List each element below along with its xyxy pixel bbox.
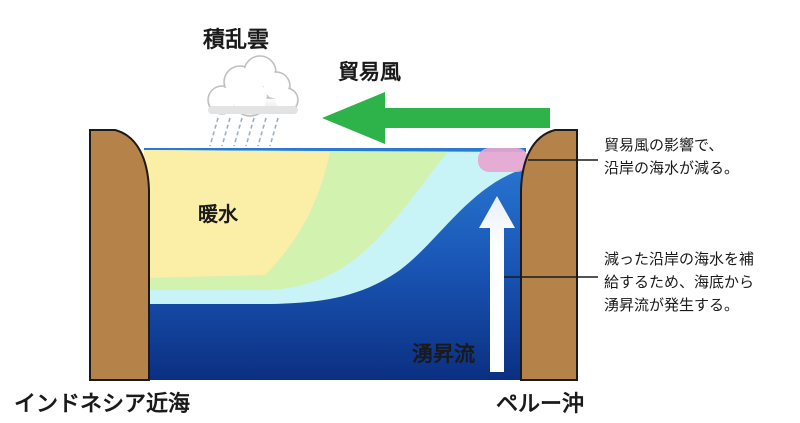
annotation-line: 湧昇流が発生する。 — [604, 296, 740, 314]
peru-label: ペルー沖 — [496, 392, 585, 417]
trade-wind-label: 貿易風 — [338, 60, 401, 84]
warm-water-label: 暖水 — [198, 202, 238, 226]
annotation-line: 給するため、海底から — [604, 273, 755, 291]
warm-water-layer — [144, 150, 330, 278]
annotation-line: 減った沿岸の海水を補 — [604, 250, 755, 268]
annotation-line: 沿岸の海水が減る。 — [604, 159, 740, 177]
upwelling-arrow — [479, 196, 515, 372]
depleted-coastal-water — [478, 148, 528, 172]
annotation-upwelling: 減った沿岸の海水を補 給するため、海底から 湧昇流が発生する。 — [604, 248, 754, 317]
peru-landmass — [520, 129, 578, 381]
annotation-depleted-water: 貿易風の影響で、 沿岸の海水が減る。 — [604, 134, 739, 180]
upwelling-label: 湧昇流 — [412, 342, 475, 366]
annotation-line: 貿易風の影響で、 — [604, 136, 724, 154]
indonesia-label: インドネシア近海 — [14, 392, 191, 417]
indonesia-landmass — [89, 129, 150, 381]
ocean — [144, 148, 528, 380]
cumulonimbus-cloud-icon — [207, 55, 299, 117]
trade-wind-arrow — [322, 92, 550, 144]
cloud-label: 積乱雲 — [203, 28, 270, 53]
rain-streaks — [209, 117, 279, 147]
